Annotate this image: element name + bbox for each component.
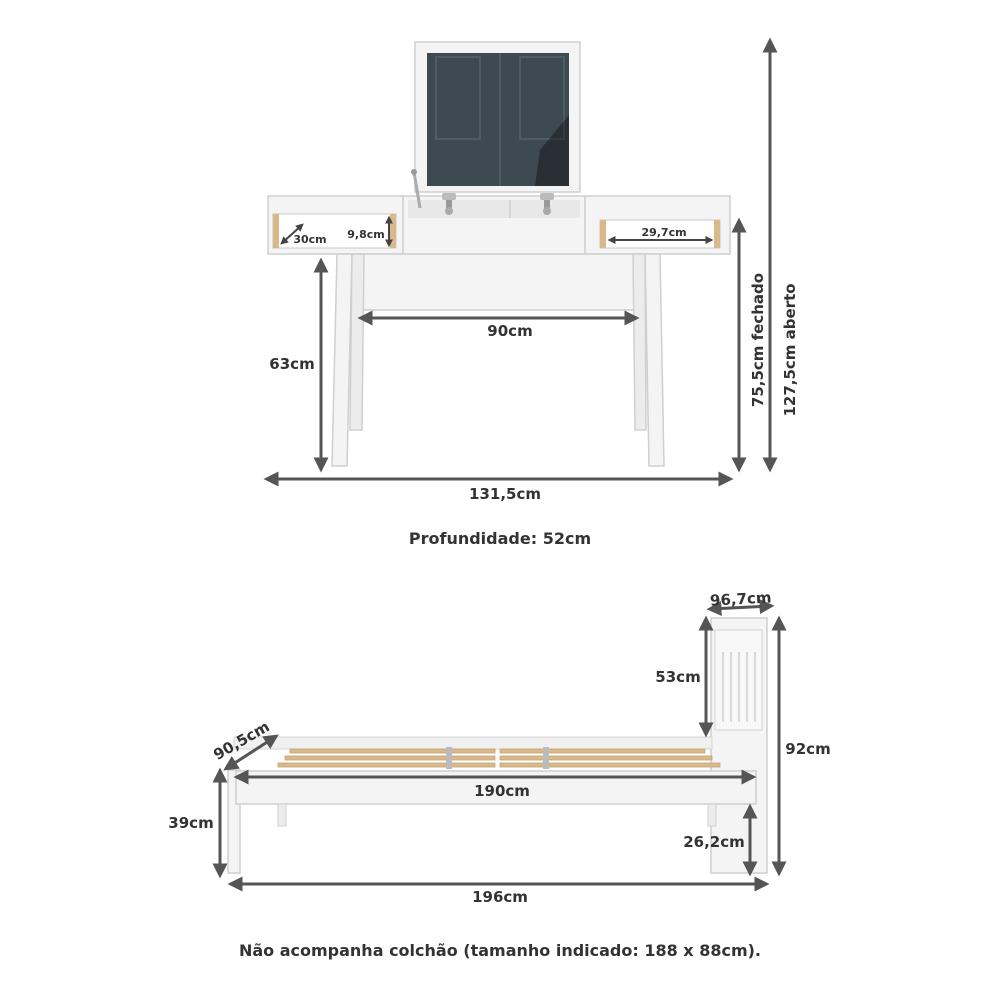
dim-line-frame-width (223, 734, 279, 771)
niche-right-wood-edge (600, 220, 606, 248)
lid-support-arm (411, 169, 422, 209)
vanity-leg-left-front (331, 253, 353, 467)
mirror-reflection-door (435, 53, 565, 186)
niche-dimension-lines (280, 215, 714, 248)
dim-line-headboard-width (706, 599, 775, 616)
label-headboard-height: 53cm (655, 668, 700, 686)
vanity-apron (354, 253, 646, 311)
center-compartment-inner (408, 200, 580, 218)
dim-line-niche-depth (280, 223, 304, 245)
label-height-open: 127,5cm aberto (781, 283, 799, 416)
mirror-glass (427, 53, 569, 186)
niche-left-wood-edge (273, 214, 279, 248)
label-inner-width: 90cm (487, 322, 532, 340)
label-niche-width: 29,7cm (641, 226, 686, 239)
vanity-drawing (267, 41, 731, 467)
label-headboard-width: 96,7cm (710, 588, 772, 609)
label-inner-length: 190cm (474, 782, 530, 800)
vanity-dimension-lines (263, 37, 778, 487)
bed-slats (277, 748, 721, 768)
label-height-closed: 75,5cm fechado (749, 273, 767, 407)
label-frame-height: 39cm (168, 814, 213, 832)
label-niche-height: 9,8cm (347, 228, 384, 241)
slat-clips (446, 747, 549, 769)
label-bed-total-height: 92cm (785, 740, 830, 758)
label-floor-clearance: 26,2cm (683, 833, 745, 851)
niche-left-wood-edge-right (390, 214, 396, 248)
hinge-right (540, 193, 554, 215)
label-leg-height: 63cm (269, 355, 314, 373)
depth-caption: Profundidade: 52cm (408, 529, 592, 548)
hinge-left (442, 193, 456, 215)
label-total-width: 131,5cm (469, 485, 541, 503)
bed-back-rail (233, 736, 713, 750)
headboard-slats (722, 652, 756, 722)
vanity-leg-right-front (644, 253, 665, 467)
bed-back-leg-foot (277, 803, 287, 827)
vanity-leg-right-back (632, 253, 647, 431)
mattress-caption: Não acompanha colchão (tamanho indicado:… (238, 941, 762, 960)
label-bed-total-length: 196cm (472, 888, 528, 906)
label-niche-depth: 30cm (293, 233, 326, 246)
vanity-leg-left-back (349, 253, 365, 431)
mirror-glare (535, 115, 569, 186)
bed-back-leg-head (707, 803, 717, 827)
bed-dimension-lines (212, 599, 787, 892)
niche-right-wood-edge-right (714, 220, 720, 248)
